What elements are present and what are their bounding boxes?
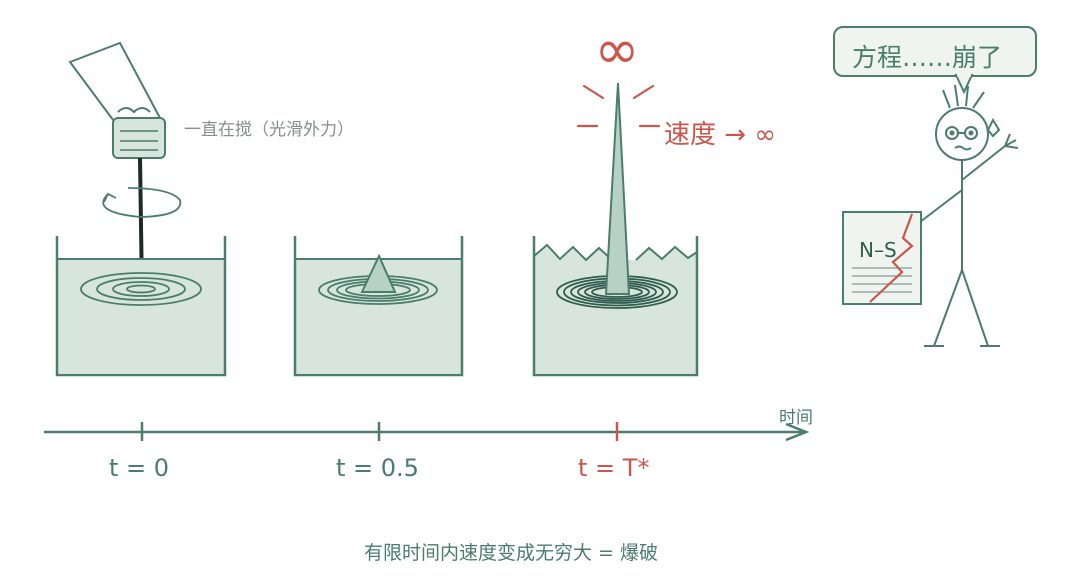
stick-figure-icon	[919, 84, 1019, 347]
time-label-1: t = 0.5	[336, 454, 419, 482]
bottom-caption: 有限时间内速度变成无穷大 = 爆破	[364, 542, 658, 564]
ns-paper	[842, 211, 922, 305]
time-label-0: t = 0	[109, 454, 170, 482]
time-axis	[44, 422, 810, 442]
infinity-symbol: ∞	[595, 18, 640, 81]
container-1	[55, 236, 227, 377]
container-2	[293, 236, 464, 377]
ns-paper-label: N–S	[859, 238, 897, 262]
speech-bubble-text: 方程……崩了	[852, 43, 1003, 72]
speed-label: 速度 → ∞	[664, 120, 776, 150]
stirring-hand-icon	[68, 41, 166, 159]
container-3	[532, 82, 699, 377]
time-label-2: t = T*	[578, 454, 650, 482]
rotation-arrow-icon	[102, 187, 182, 218]
speech-bubble	[833, 26, 1037, 95]
time-axis-label: 时间	[779, 408, 813, 428]
burst-lines	[576, 84, 661, 128]
stir-label: 一直在搅（光滑外力）	[184, 120, 354, 140]
